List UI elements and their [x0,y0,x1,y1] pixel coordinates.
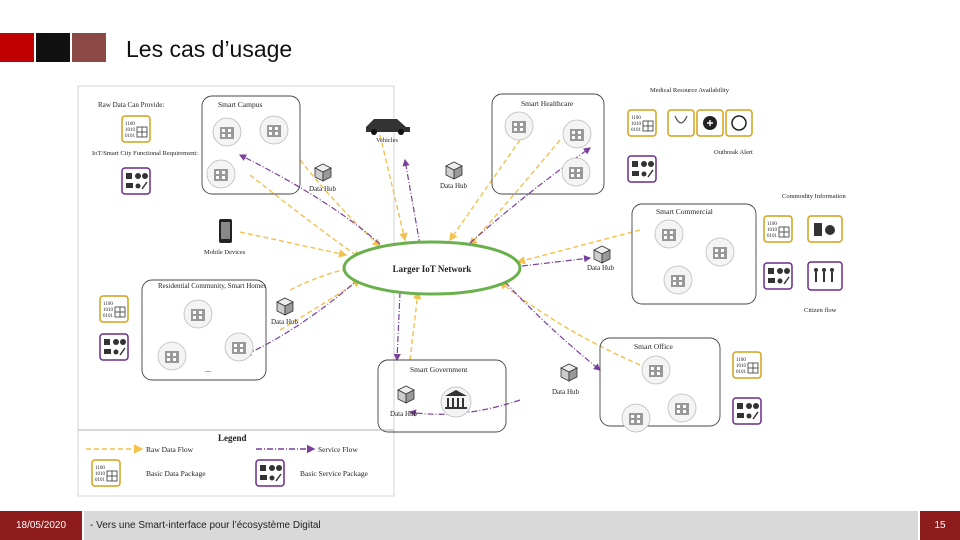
mobile-devices-label: Mobile Devices [204,249,246,256]
government-building-icon [440,386,472,418]
clinic-icon [561,157,591,187]
medical-resource-icons [667,109,753,137]
mall-icon [705,237,735,267]
header-accent-red [0,33,34,62]
service-package-icon [732,397,762,425]
data-hub-icon [593,245,611,264]
center-network-ring [342,240,522,296]
market-icon [663,265,693,295]
office-tower-icon [641,355,671,385]
page-number: 15 [920,511,960,540]
footer-date: 18/05/2020 [0,511,82,540]
smart-campus-label: Smart Campus [218,100,262,109]
citizen-flow-label: Citizen flow [804,307,837,314]
medical-resource-label: Medical Resource Availability [650,87,730,94]
outbreak-alert-label: Outbreak Alert [714,149,753,156]
vehicles-label: Vehicles [376,137,398,144]
campus-school-icon [206,159,236,189]
data-hub-icon [397,385,415,404]
legend-service-flow-label: Service Flow [318,445,358,454]
home-icon [224,332,254,362]
smart-commercial-cluster [631,203,757,305]
service-package-icon [763,262,793,290]
data-hub-icon [314,163,332,182]
office-building-icon [667,393,697,423]
legend-raw-flow-label: Raw Data Flow [146,445,194,454]
service-package-icon [255,459,285,487]
data-hub-label: Data Hub [271,318,299,326]
iot-requirement-label: IoT/Smart City Functional Requirement: [92,150,198,157]
header-accent-black [36,33,70,62]
smart-campus-cluster [201,95,301,195]
legend-data-package-label: Basic Data Package [146,469,206,478]
campus-hall-icon [259,115,289,145]
data-package-icon [732,351,762,379]
smart-office-label: Smart Office [634,342,673,351]
header-accent-brown [72,33,106,62]
data-hub-label: Data Hub [552,388,580,396]
residential-label: Residential Community, Smart Homes [158,282,266,290]
data-hub-icon [445,161,463,180]
smart-office-cluster [599,337,721,427]
data-package-icon [91,459,121,487]
home-icon [183,299,213,329]
commodity-icon [807,215,843,243]
home-icon [157,341,187,371]
center-label: Larger IoT Network [393,264,472,274]
data-package-icon [763,215,793,243]
data-hub-label: Data Hub [587,264,615,272]
slide-title: Les cas d’usage [126,36,293,62]
data-hub-label: Data Hub [440,182,468,190]
shop-icon [654,219,684,249]
data-hub-icon [276,297,294,316]
smart-government-label: Smart Government [410,365,468,374]
diagram-frame [77,85,395,497]
data-package-icon [99,295,129,323]
legend: Legend Raw Data Flow Service Flow Basic … [78,429,394,487]
smart-healthcare-cluster [491,93,605,195]
residential-cluster [141,279,267,381]
legend-service-package-label: Basic Service Package [300,469,369,478]
campus-building-icon [212,117,242,147]
data-hub-label: Data Hub [309,185,337,193]
data-hub-icon [560,363,578,382]
smart-government-cluster [377,359,507,433]
commodity-information-label: Commodity Information [782,193,846,200]
service-package-icon [627,155,657,183]
raw-data-label: Raw Data Can Provide: [98,101,164,109]
smart-commercial-label: Smart Commercial [656,207,713,216]
office-block-icon [621,403,651,433]
ambulance-icon [562,119,592,149]
service-package-icon [121,167,151,195]
data-hub-label: Data Hub [390,410,418,418]
smart-healthcare-label: Smart Healthcare [521,99,574,108]
hospital-icon [504,111,534,141]
data-package-icon [627,109,657,137]
service-package-icon [99,333,129,361]
data-package-icon [121,115,151,143]
residential-ellipsis: ... [205,365,211,374]
footer-text: - Vers une Smart-interface pour l’écosys… [84,511,918,540]
vehicle-icon [366,119,410,132]
legend-title: Legend [218,433,247,443]
